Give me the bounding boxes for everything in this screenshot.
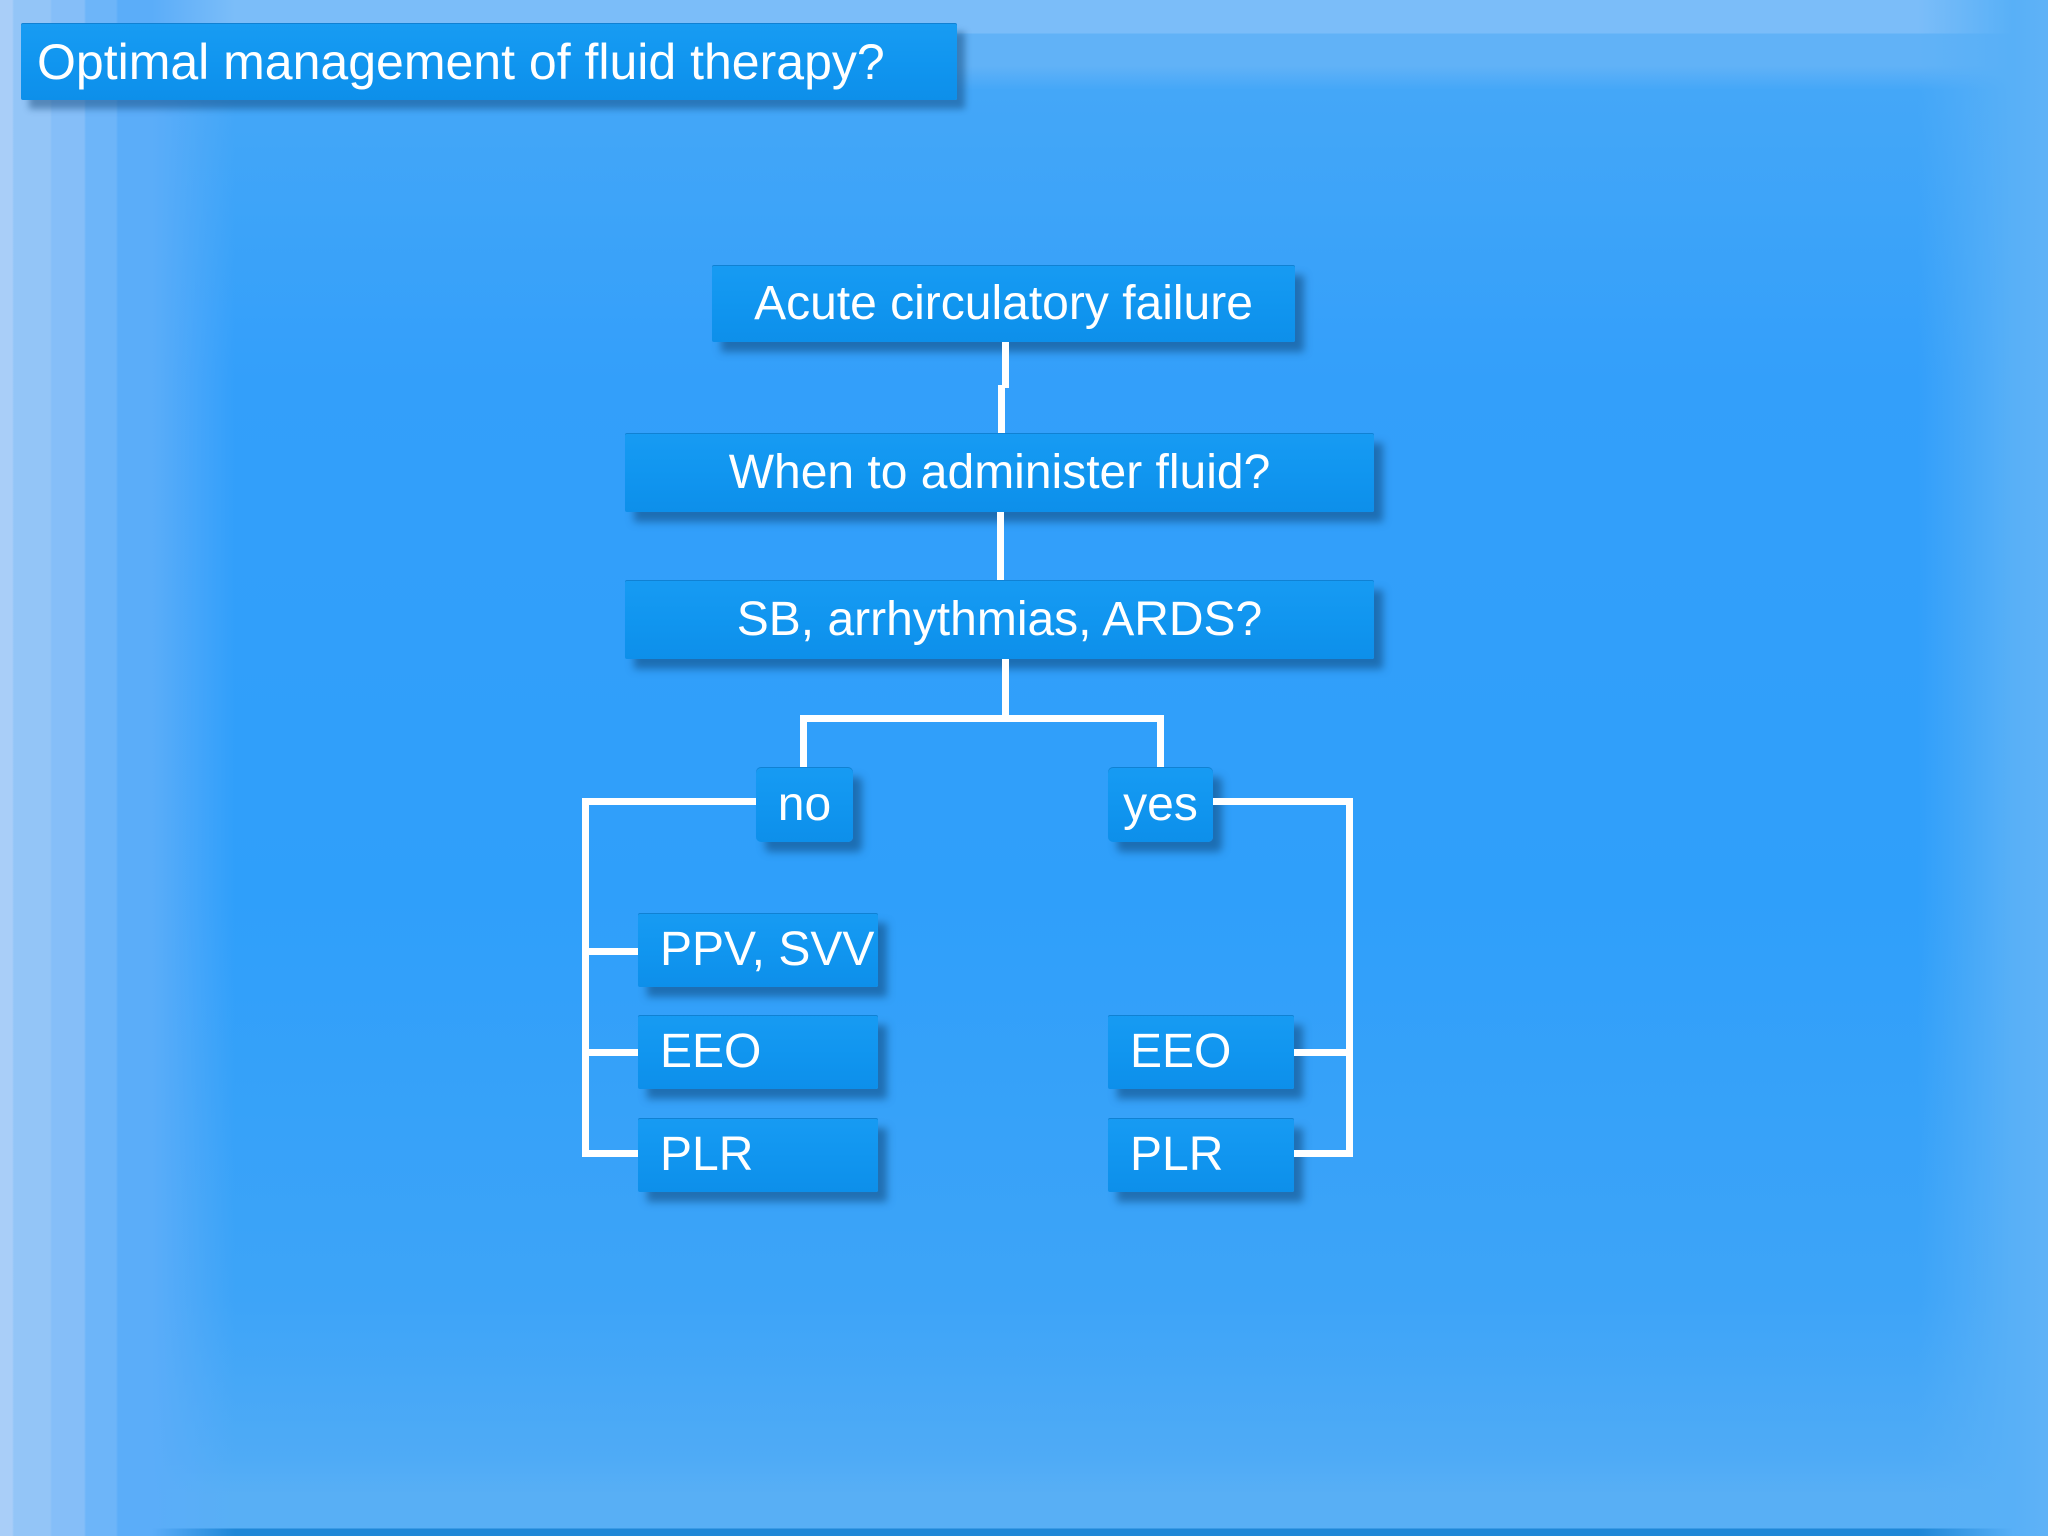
node-when-to-administer-fluid: When to administer fluid? xyxy=(625,433,1374,512)
yes-option-label: EEO xyxy=(1130,1025,1232,1078)
branch-no-label: no xyxy=(777,777,832,831)
slide-title: Optimal management of fluid therapy? xyxy=(21,23,957,100)
no-option-label: PPV, SVV xyxy=(660,923,875,976)
connector-root-to-question-lower xyxy=(998,385,1005,433)
connector-no-to-bracket xyxy=(582,798,756,805)
node-yes-option-eeo: EEO xyxy=(1108,1015,1294,1089)
node-sb-arrhythmias-ards: SB, arrhythmias, ARDS? xyxy=(625,580,1374,659)
branch-yes-label: yes xyxy=(1123,777,1198,831)
node-branch-no: no xyxy=(756,767,853,842)
no-option-label: EEO xyxy=(660,1025,762,1078)
connector-question-to-condition xyxy=(997,512,1004,580)
connector-split-to-yes xyxy=(1157,715,1164,767)
node-no-option-plr: PLR xyxy=(638,1118,878,1192)
node-root-label: Acute circulatory failure xyxy=(754,276,1253,330)
node-acute-circulatory-failure: Acute circulatory failure xyxy=(712,265,1295,342)
connector-split-horizontal xyxy=(800,715,1164,722)
connector-bracket-to-eeo-left xyxy=(582,1049,638,1056)
yes-option-label: PLR xyxy=(1130,1128,1224,1181)
connector-yes-to-bracket xyxy=(1213,798,1353,805)
background-left-light-strips xyxy=(0,0,260,1536)
background-right-light-strip xyxy=(1918,0,2048,1536)
node-yes-option-plr: PLR xyxy=(1108,1118,1294,1192)
node-question-label: When to administer fluid? xyxy=(728,445,1271,499)
connector-bracket-to-eeo-right xyxy=(1294,1049,1346,1056)
node-condition-label: SB, arrhythmias, ARDS? xyxy=(736,592,1263,646)
connector-bracket-to-plr-right xyxy=(1294,1150,1346,1157)
no-option-label: PLR xyxy=(660,1128,754,1181)
node-branch-yes: yes xyxy=(1108,767,1213,842)
connector-bracket-to-ppv-svv xyxy=(582,948,638,955)
connector-left-bracket-vertical xyxy=(582,798,589,1157)
node-no-option-eeo: EEO xyxy=(638,1015,878,1089)
connector-bracket-to-plr-left xyxy=(582,1150,638,1157)
connector-condition-stem xyxy=(1002,659,1009,719)
node-no-option-ppv-svv: PPV, SVV xyxy=(638,913,878,987)
connector-split-to-no xyxy=(800,715,807,767)
connector-root-to-question-upper xyxy=(1002,342,1009,388)
slide-title-label: Optimal management of fluid therapy? xyxy=(37,33,885,90)
connector-right-bracket-vertical xyxy=(1346,798,1353,1157)
